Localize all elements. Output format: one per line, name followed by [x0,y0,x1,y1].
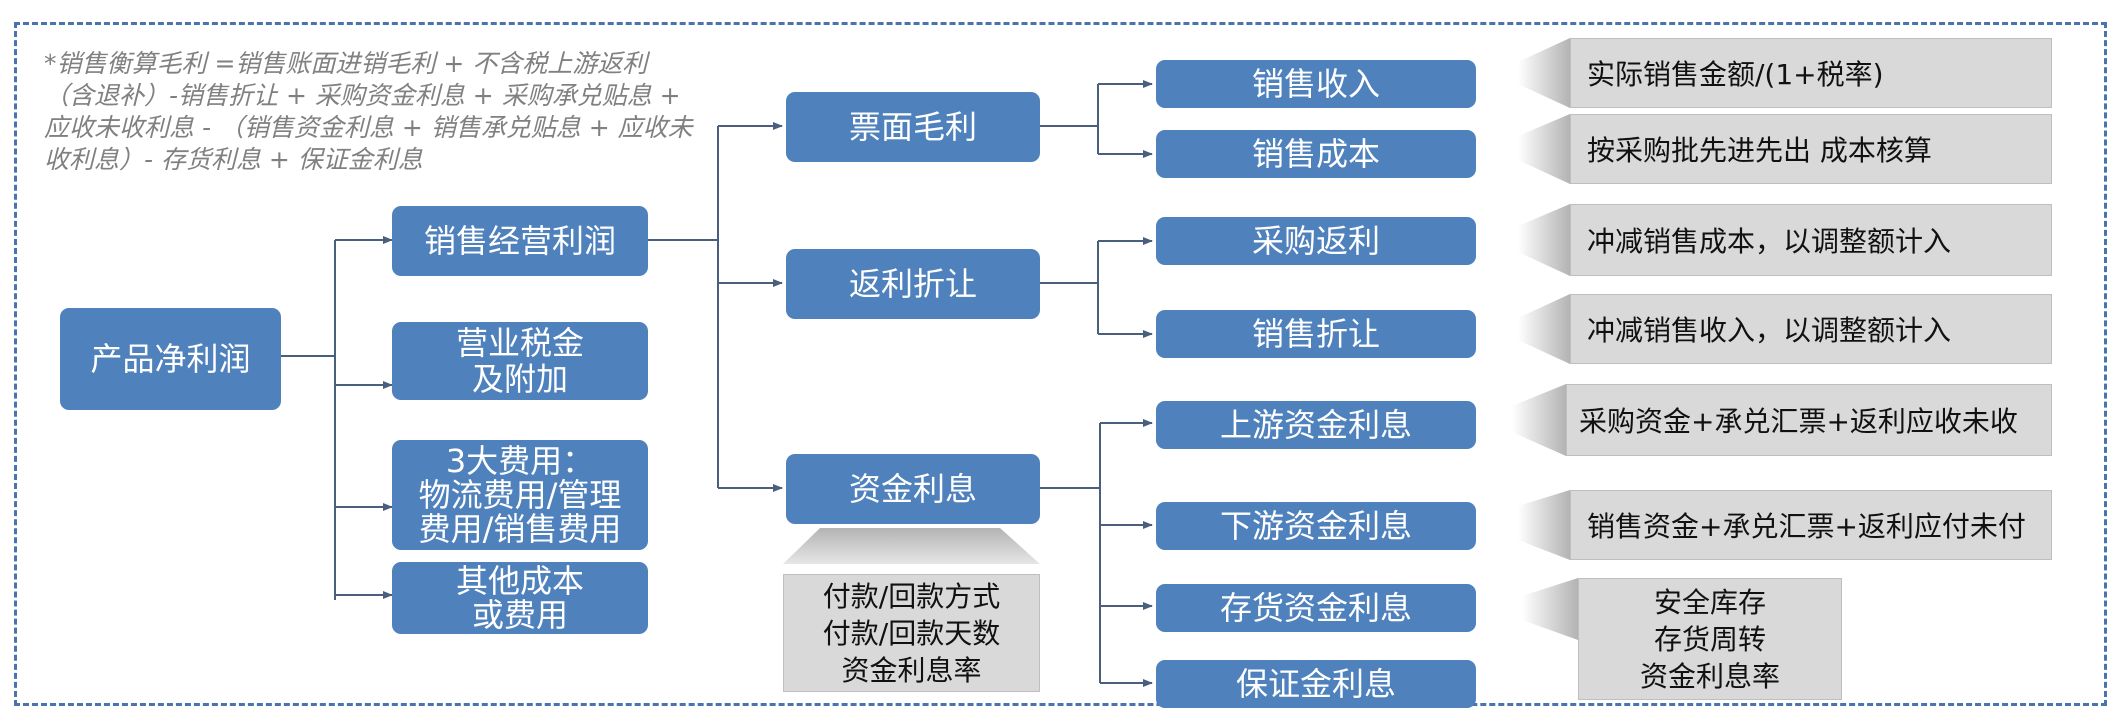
gross-profit-formula: *销售衡算毛利 =销售账面进销毛利 + 不含税上游返利 （含退补）-销售折让 +… [44,48,734,176]
formula-line: 应收未收利息 - （销售资金利息 + 销售承兑贴息 + 应收未 [44,113,693,142]
node-deposit-interest: 保证金利息 [1156,660,1476,708]
node-label-line: 费用/销售费用 [418,510,622,548]
note-inventory-interest: 安全库存 存货周转 资金利息率 [1578,578,1842,700]
node-downstream-interest: 下游资金利息 [1156,502,1476,550]
note-text: 销售资金+承兑汇票+返利应付未付 [1587,510,2026,543]
node-product-net-profit: 产品净利润 [60,308,281,410]
node-label-line: 其他成本 [455,562,584,600]
note-text-line: 存货周转 [1653,622,1766,656]
note-sales-revenue: 实际销售金额/(1+税率) [1570,38,2052,108]
node-capital-interest: 资金利息 [786,454,1040,524]
node-label: 保证金利息 [1235,665,1396,703]
node-label: 销售成本 [1251,135,1380,173]
node-label: 存货资金利息 [1219,589,1412,627]
note-text: 实际销售金额/(1+税率) [1587,58,1884,91]
note-text-line: 安全库存 [1653,585,1766,619]
node-label-line: 或费用 [471,596,568,634]
node-label-line: 3大费用： [445,442,595,480]
note-purchase-rebate: 冲减销售成本，以调整额计入 [1570,204,2052,276]
note-text: 采购资金+承兑汇票+返利应收未收 [1579,405,2018,438]
node-label-line: 物流费用/管理 [418,476,622,514]
node-inventory-interest: 存货资金利息 [1156,584,1476,632]
node-sales-cost: 销售成本 [1156,130,1476,178]
note-interest-factors: 付款/回款方式 付款/回款天数 资金利息率 [783,574,1040,692]
node-other-costs: 其他成本 或费用 [392,562,648,634]
note-text-line: 资金利息率 [1639,659,1780,693]
node-label: 票面毛利 [848,108,977,146]
node-label: 销售经营利润 [423,222,616,260]
node-label: 采购返利 [1251,222,1380,260]
node-label-line: 及附加 [471,360,568,398]
node-label: 上游资金利息 [1219,406,1412,444]
dashed-frame [14,22,2107,706]
note-upstream-interest: 采购资金+承兑汇票+返利应收未收 [1566,384,2052,456]
note-sales-cost: 按采购批先进先出 成本核算 [1570,114,2052,184]
formula-line: 收利息）- 存货利息 + 保证金利息 [44,145,423,174]
note-downstream-interest: 销售资金+承兑汇票+返利应付未付 [1570,490,2052,560]
note-text: 按采购批先进先出 成本核算 [1587,134,1932,167]
node-sales-operating-profit: 销售经营利润 [392,206,648,276]
node-label-line: 营业税金 [455,324,584,362]
node-label: 返利折让 [848,265,977,303]
formula-line: （含退补）-销售折让 + 采购资金利息 + 采购承兑贴息 + [44,81,681,110]
node-label: 下游资金利息 [1219,507,1412,545]
node-label: 销售收入 [1251,65,1380,103]
node-rebate-discount: 返利折让 [786,249,1040,319]
node-three-expenses: 3大费用： 物流费用/管理 费用/销售费用 [392,440,648,550]
node-sales-revenue: 销售收入 [1156,60,1476,108]
note-text-line: 付款/回款方式 [822,579,1001,613]
note-text-line: 资金利息率 [841,653,982,687]
node-invoice-gross-profit: 票面毛利 [786,92,1040,162]
note-text-line: 付款/回款天数 [822,616,1001,650]
formula-line: *销售衡算毛利 =销售账面进销毛利 + 不含税上游返利 [44,49,648,78]
node-label: 资金利息 [848,470,977,508]
node-sales-discount: 销售折让 [1156,310,1476,358]
node-upstream-interest: 上游资金利息 [1156,401,1476,449]
node-label: 销售折让 [1251,315,1380,353]
node-label: 产品净利润 [90,340,251,378]
node-purchase-rebate: 采购返利 [1156,217,1476,265]
note-text: 冲减销售收入，以调整额计入 [1587,314,1952,347]
note-sales-discount: 冲减销售收入，以调整额计入 [1570,294,2052,364]
note-text: 冲减销售成本，以调整额计入 [1587,225,1952,258]
node-business-tax: 营业税金 及附加 [392,322,648,400]
